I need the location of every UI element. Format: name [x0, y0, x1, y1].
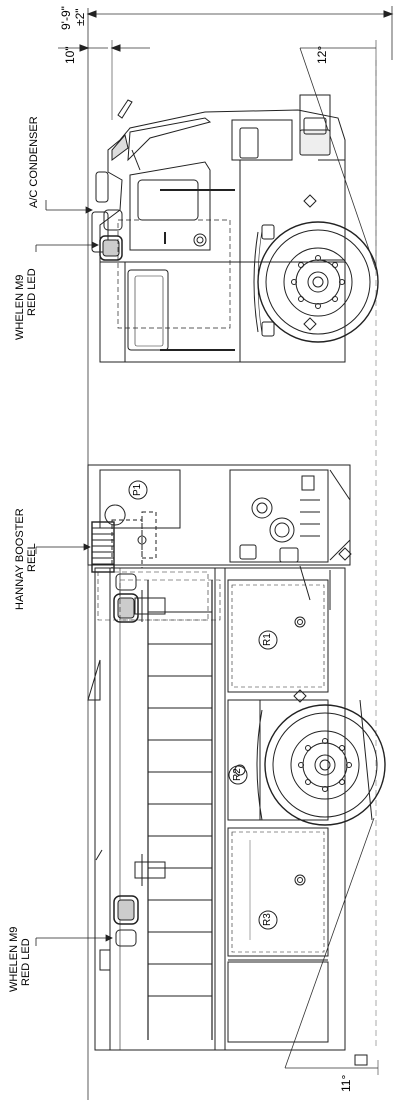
hannay-label-1: HANNAY BOOSTER — [14, 508, 26, 610]
whelen-front-label-1: WHELEN M9 — [14, 274, 26, 340]
whelen-rear-label-2: RED LED — [20, 938, 32, 986]
pump-house — [87, 464, 352, 610]
compartment-r3-label: R3 — [262, 913, 273, 926]
compartment-p1-label: P1 — [132, 483, 143, 496]
callout-leaders — [35, 200, 113, 946]
hannay-label-2: REEL — [26, 543, 38, 572]
crew-cab — [99, 189, 346, 363]
height-tolerance-label: ±2" — [73, 8, 87, 26]
approach-angle-label: 12° — [315, 45, 329, 64]
departure-angle-label: 11° — [339, 1074, 353, 1092]
height-dimension-label: 9'-9" — [59, 6, 73, 30]
compartment-doors — [227, 579, 329, 1043]
rear-wheel — [256, 689, 386, 826]
top-offset-label: 10" — [63, 46, 77, 64]
departure-angle-lines — [284, 817, 379, 1075]
ac-condenser-label: A/C CONDENSER — [28, 116, 40, 208]
compartment-markers — [128, 480, 278, 930]
rear-body — [87, 567, 368, 1066]
cab — [91, 94, 346, 331]
whelen-rear-label-1: WHELEN M9 — [8, 926, 20, 992]
front-wheel — [253, 221, 379, 343]
compartment-r2-label: R2 — [232, 768, 243, 781]
compartment-r1-label: R1 — [262, 633, 273, 646]
whelen-front-label-2: RED LED — [26, 268, 38, 316]
